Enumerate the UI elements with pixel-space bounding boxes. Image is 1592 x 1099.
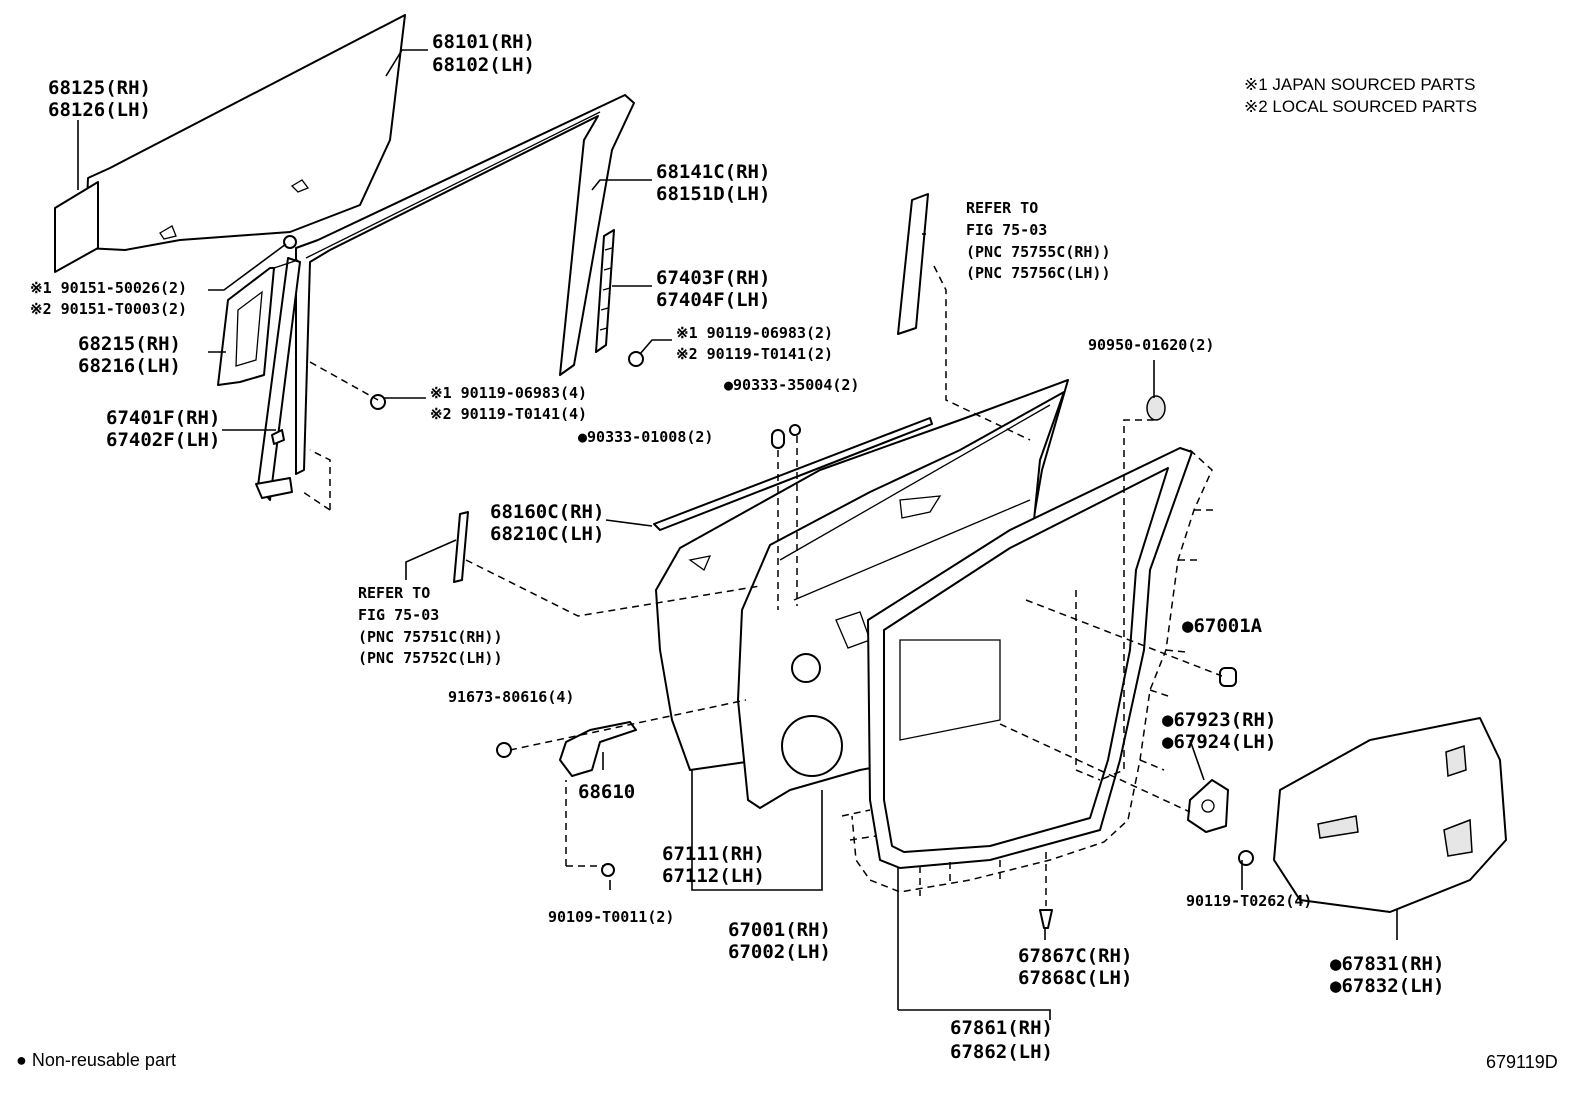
part-label-lh: ●67924(LH) <box>1162 731 1276 753</box>
callout-68215[interactable]: 68215(RH) 68216(LH) <box>78 333 181 377</box>
refer-text-line-1: REFER TO <box>358 584 430 602</box>
callout-90333-35004[interactable]: ●90333-35004(2) <box>724 376 859 394</box>
part-label-rh: ●67923(RH) <box>1162 709 1276 731</box>
callout-90109[interactable]: 90109-T0011(2) <box>548 908 674 926</box>
part-label-japan: ※1 90119-06983(2) <box>676 324 833 342</box>
callout-90950[interactable]: 90950-01620(2) <box>1088 336 1214 354</box>
door-check-drawing <box>559 721 637 777</box>
refer-text-line-2: FIG 75-03 <box>358 606 439 624</box>
screw-icons <box>283 235 1254 929</box>
refer-text-line-4: (PNC 75756C(LH)) <box>966 264 1111 282</box>
callout-90119-2[interactable]: ※1 90119-06983(2) ※2 90119-T0141(2) <box>676 324 833 363</box>
refer-text-line-4: (PNC 75752C(LH)) <box>358 649 503 667</box>
callout-67861[interactable]: 67861(RH) 67862(LH) <box>950 1017 1053 1063</box>
part-label-rh: 68160C(RH) <box>490 501 604 523</box>
part-label-japan: ※1 90151-50026(2) <box>30 279 187 297</box>
callout-68141c[interactable]: 68141C(RH) 68151D(LH) <box>656 161 770 205</box>
callout-90119-t0262[interactable]: 90119-T0262(4) <box>1186 892 1312 910</box>
refer-fig-75-03-upper[interactable]: REFER TO FIG 75-03 (PNC 75755C(RH)) (PNC… <box>966 199 1111 282</box>
part-label-rh: 68125(RH) <box>48 77 151 99</box>
door-glass-drawing <box>84 14 406 251</box>
part-label-rh: ●67831(RH) <box>1330 953 1444 975</box>
part-label-lh: 67112(LH) <box>662 865 765 887</box>
part-label-rh: 67861(RH) <box>950 1017 1053 1039</box>
refer-text-line-2: FIG 75-03 <box>966 221 1047 239</box>
refer-fig-75-03-lower[interactable]: REFER TO FIG 75-03 (PNC 75751C(RH)) (PNC… <box>358 584 503 667</box>
part-label-lh: 68216(LH) <box>78 355 181 377</box>
glass-run-drawing <box>295 94 635 475</box>
front-channel-drawing <box>255 257 301 501</box>
part-label-lh: 68151D(LH) <box>656 183 770 205</box>
callout-68610[interactable]: 68610 <box>578 781 635 803</box>
callout-67831[interactable]: ●67831(RH) ●67832(LH) <box>1330 953 1444 997</box>
non-reusable-legend: ● Non-reusable part <box>16 1050 176 1070</box>
callout-90119-4[interactable]: ※1 90119-06983(4) ※2 90119-T0141(4) <box>430 384 587 423</box>
refer-text-line-1: REFER TO <box>966 199 1038 217</box>
part-label-rh: 67403F(RH) <box>656 267 770 289</box>
part-label-japan: ※1 90119-06983(4) <box>430 384 587 402</box>
part-label-lh: 68210C(LH) <box>490 523 604 545</box>
delta-bracket-drawing <box>217 267 275 386</box>
part-label: ●67001A <box>1182 615 1263 637</box>
part-label: 91673-80616(4) <box>448 688 574 706</box>
part-label-rh: 68141C(RH) <box>656 161 770 183</box>
callout-90151[interactable]: ※1 90151-50026(2) ※2 90151-T0003(2) <box>30 279 187 318</box>
trim-pieces-drawing <box>453 193 929 583</box>
part-label-rh: 68101(RH) <box>432 31 535 53</box>
callout-91673[interactable]: 91673-80616(4) <box>448 688 574 706</box>
part-label-rh: 67867C(RH) <box>1018 945 1132 967</box>
part-label-lh: 68102(LH) <box>432 54 535 76</box>
part-label-lh: 67002(LH) <box>728 941 831 963</box>
dashed-assembly-lines <box>299 265 1223 906</box>
hinge-drawing <box>1187 779 1229 833</box>
part-label-rh: 68215(RH) <box>78 333 181 355</box>
japan-sourced-note: ※1 JAPAN SOURCED PARTS <box>1244 75 1476 94</box>
callout-68160c[interactable]: 68160C(RH) 68210C(LH) <box>490 501 604 545</box>
part-label: 90119-T0262(4) <box>1186 892 1312 910</box>
part-label-lh: 68126(LH) <box>48 99 151 121</box>
service-hole-cover-drawing <box>1273 717 1507 913</box>
part-label-lh: 67404F(LH) <box>656 289 770 311</box>
callout-67403f[interactable]: 67403F(RH) 67404F(LH) <box>656 267 770 311</box>
callout-68101[interactable]: 68101(RH) 68102(LH) <box>432 31 535 76</box>
part-label-lh: 67862(LH) <box>950 1041 1053 1063</box>
part-label: ●90333-01008(2) <box>578 428 713 446</box>
callout-67401f[interactable]: 67401F(RH) 67402F(LH) <box>106 407 220 451</box>
callout-67111[interactable]: 67111(RH) 67112(LH) <box>662 843 765 887</box>
part-label-rh: 67401F(RH) <box>106 407 220 429</box>
part-label: 90950-01620(2) <box>1088 336 1214 354</box>
callout-90333-01008[interactable]: ●90333-01008(2) <box>578 428 713 446</box>
refer-text-line-3: (PNC 75751C(RH)) <box>358 628 503 646</box>
part-label-local: ※2 90119-T0141(2) <box>676 345 833 363</box>
part-label-lh: ●67832(LH) <box>1330 975 1444 997</box>
part-label-local: ※2 90119-T0141(4) <box>430 405 587 423</box>
part-label: ●90333-35004(2) <box>724 376 859 394</box>
figure-id: 679119D <box>1486 1052 1558 1072</box>
callout-68125[interactable]: 68125(RH) 68126(LH) <box>48 77 151 121</box>
rear-channel-drawing <box>595 229 615 353</box>
refer-text-line-3: (PNC 75755C(RH)) <box>966 243 1111 261</box>
part-label-lh: 67868C(LH) <box>1018 967 1132 989</box>
part-label: 68610 <box>578 781 635 803</box>
callout-67001a[interactable]: ●67001A <box>1182 615 1263 637</box>
local-sourced-note: ※2 LOCAL SOURCED PARTS <box>1244 97 1477 116</box>
callout-67001[interactable]: 67001(RH) 67002(LH) <box>728 919 831 963</box>
part-label-rh: 67111(RH) <box>662 843 765 865</box>
weatherstrip-drawing <box>867 447 1193 869</box>
belt-moulding-drawing <box>653 417 933 531</box>
callout-67923[interactable]: ●67923(RH) ●67924(LH) <box>1162 709 1276 753</box>
quarter-glass-drawing <box>54 181 99 273</box>
part-label-local: ※2 90151-T0003(2) <box>30 300 187 318</box>
part-label: 90109-T0011(2) <box>548 908 674 926</box>
callout-67867c[interactable]: 67867C(RH) 67868C(LH) <box>1018 945 1132 989</box>
part-label-rh: 67001(RH) <box>728 919 831 941</box>
part-label-lh: 67402F(LH) <box>106 429 220 451</box>
